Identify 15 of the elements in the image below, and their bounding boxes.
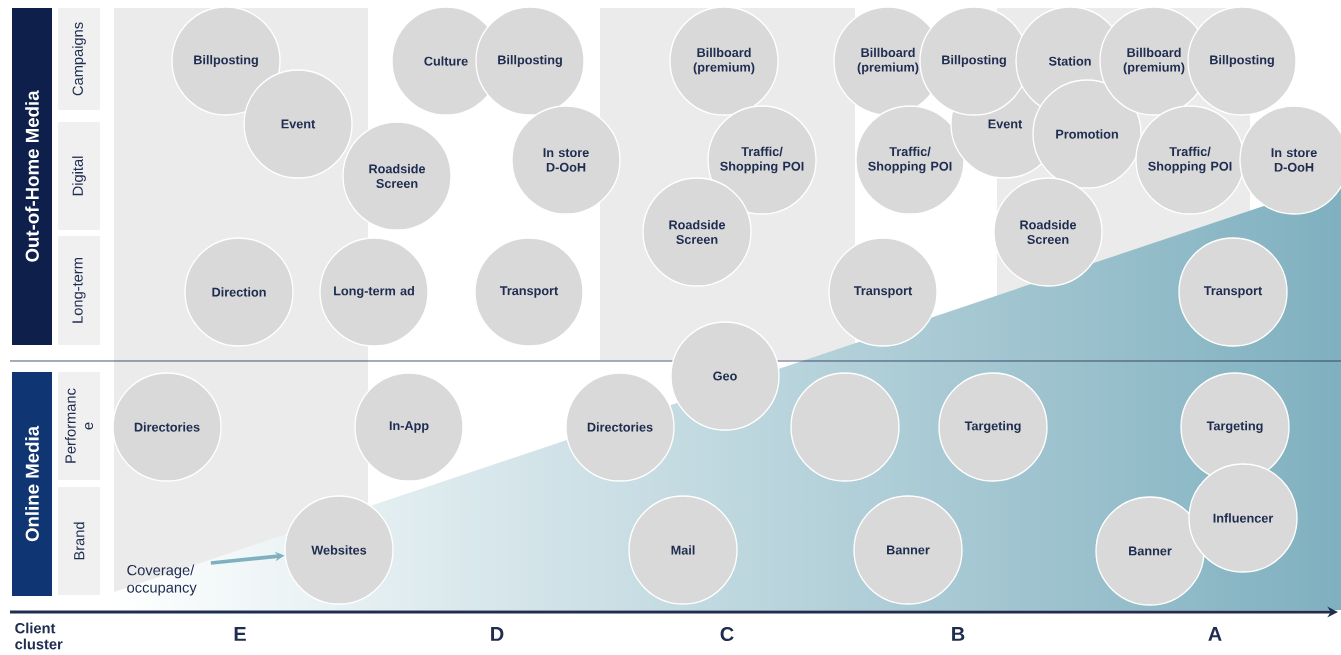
row-label: Brand — [58, 487, 100, 595]
cluster-letter: B — [952, 627, 965, 641]
row-label: Long-term — [58, 235, 100, 345]
band-label: Online Media — [12, 372, 52, 596]
cluster-letter: E — [234, 627, 246, 641]
note-text: Coverage/ occupancy — [127, 564, 197, 596]
cluster-letter: D — [491, 627, 504, 641]
cluster-letter: A — [1208, 627, 1222, 641]
row-label: Digital — [58, 122, 100, 230]
cluster-letter: C — [720, 626, 734, 642]
band-label: Out-of-Home Media — [12, 7, 52, 345]
media-circle — [790, 372, 900, 482]
axis-title: Client cluster — [15, 622, 63, 650]
row-label: Performanc e — [58, 372, 100, 480]
row-label: Campaigns — [58, 8, 100, 110]
